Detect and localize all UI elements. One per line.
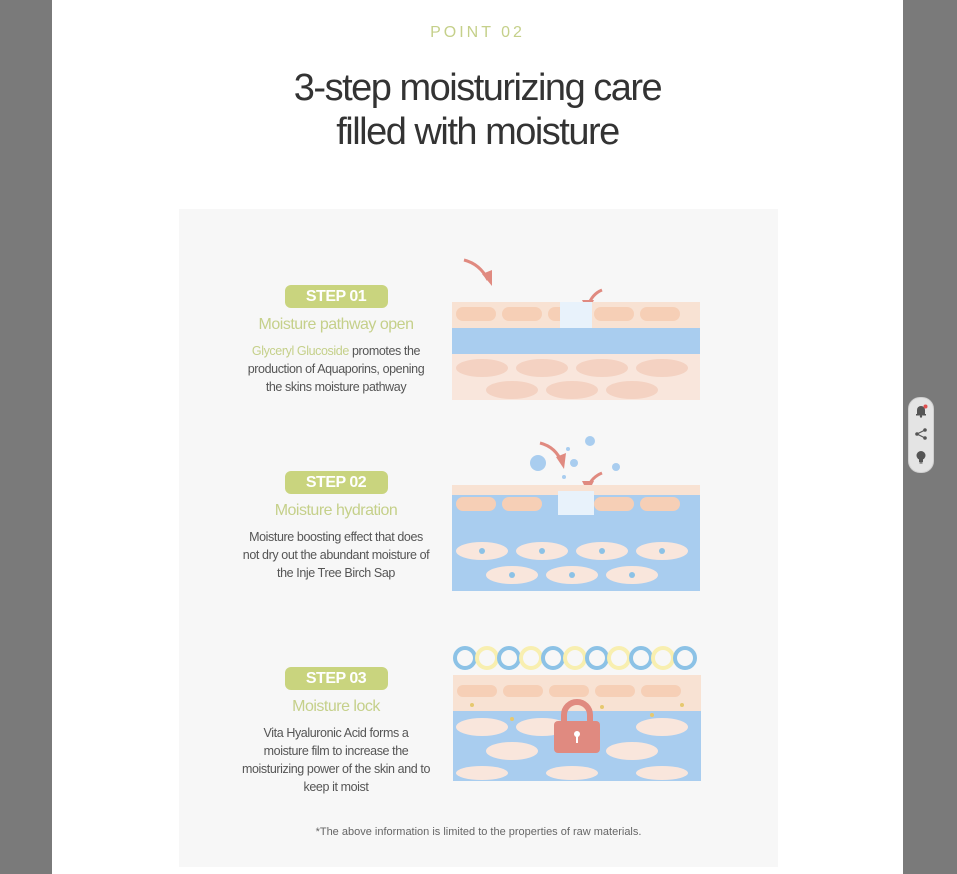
title-line-2: filled with moisture — [336, 111, 620, 153]
step-1-skin-illustration — [452, 258, 700, 400]
share-icon[interactable] — [914, 427, 928, 441]
step-2-skin-illustration — [452, 436, 700, 591]
step-3-skin-illustration — [453, 646, 701, 781]
step-3-badge: STEP 03 — [284, 667, 388, 690]
step-2-text: STEP 02 Moisture hydration Moisture boos… — [236, 471, 436, 582]
step-1-badge: STEP 01 — [284, 285, 388, 308]
step-2-badge: STEP 02 — [284, 471, 388, 494]
point-label: POINT 02 — [430, 24, 525, 41]
step-1-highlight: Glyceryl Glucoside — [251, 344, 349, 358]
title-line-1: 3-step moisturizing care — [293, 67, 663, 109]
step-3-heading: Moisture lock — [292, 698, 380, 715]
page-title: 3-step moisturizing care filled with moi… — [52, 66, 903, 154]
steps-panel: STEP 01 Moisture pathway open Glyceryl G… — [179, 209, 778, 867]
step-1-heading: Moisture pathway open — [258, 316, 414, 333]
side-toolbar — [908, 397, 934, 473]
step-3-text: STEP 03 Moisture lock Vita Hyaluronic Ac… — [236, 667, 436, 796]
footnote: *The above information is limited to the… — [315, 826, 642, 838]
step-1-text: STEP 01 Moisture pathway open Glyceryl G… — [236, 285, 436, 396]
bulb-icon[interactable] — [914, 450, 928, 464]
droplet-icon — [530, 455, 546, 471]
step-3-description: Vita Hyaluronic Acid forms a moisture fi… — [241, 726, 431, 794]
content-page: POINT 02 3-step moisturizing care filled… — [52, 0, 903, 874]
arrow-icon — [463, 258, 490, 281]
step-1-description: Glyceryl Glucoside promotes the producti… — [247, 344, 425, 394]
bell-icon[interactable] — [914, 404, 928, 418]
step-2-heading: Moisture hydration — [274, 502, 398, 519]
lock-icon — [554, 699, 600, 753]
step-2-description: Moisture boosting effect that does not d… — [242, 530, 430, 580]
